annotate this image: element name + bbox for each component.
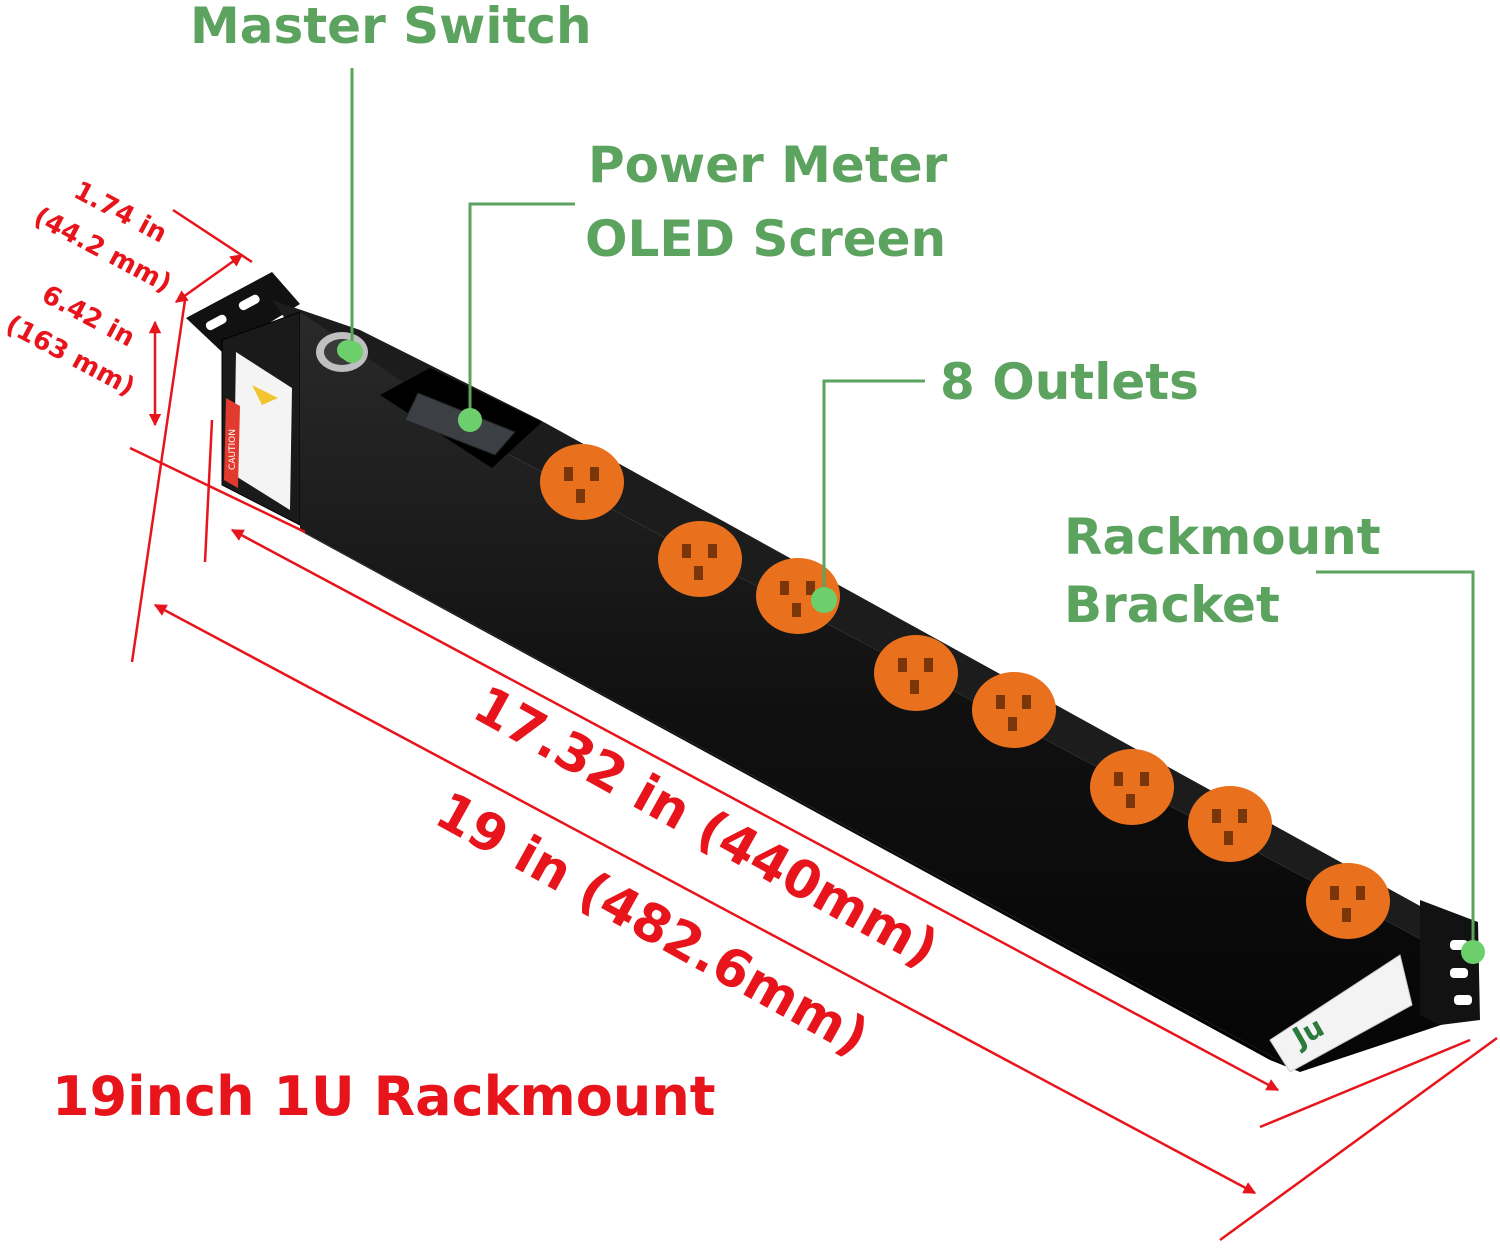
- outlet: [1090, 749, 1174, 825]
- outlet-slot: [792, 603, 801, 617]
- rack-ear-left: [186, 272, 300, 352]
- warning-label: CAUTION: [228, 429, 238, 470]
- outlet-slot: [780, 581, 789, 595]
- outlet-face: [1306, 863, 1390, 939]
- callout-leaders: [350, 68, 1475, 952]
- outlet-slot: [1008, 717, 1017, 731]
- outlet-slot: [924, 658, 933, 672]
- outlet-slot: [1114, 772, 1123, 786]
- outlet: [540, 444, 624, 520]
- rackmount-label: Rackmount: [1064, 508, 1381, 566]
- pdu-strip: CAUTION Ju: [186, 272, 1480, 1073]
- oled-screen-label: OLED Screen: [585, 210, 946, 268]
- outlets-label: 8 Outlets: [940, 353, 1199, 411]
- outlet-face: [1188, 786, 1272, 862]
- mounting-holes: [205, 294, 1472, 1005]
- outlet-slot: [1022, 695, 1031, 709]
- outlet-slot: [1212, 809, 1221, 823]
- outlet-face: [972, 672, 1056, 748]
- outlet-slot: [694, 566, 703, 580]
- outlet-slot: [1342, 908, 1351, 922]
- outlet-slot: [1238, 809, 1247, 823]
- outlet-slot: [1126, 794, 1135, 808]
- dimension-lines: [129, 208, 1498, 1242]
- outlet-slot: [1356, 886, 1365, 900]
- warning-sticker: CAUTION: [224, 352, 292, 510]
- power-meter-label: Power Meter: [588, 136, 948, 194]
- outlet-slot: [1330, 886, 1339, 900]
- outlet-face: [1090, 749, 1174, 825]
- outlet-face: [540, 444, 624, 520]
- bracket-label: Bracket: [1064, 576, 1280, 634]
- outlet: [1188, 786, 1272, 862]
- outlet-slot: [576, 489, 585, 503]
- outlet-slot: [564, 467, 573, 481]
- outlet: [972, 672, 1056, 748]
- outlet-slot: [1140, 772, 1149, 786]
- outlet-slot: [590, 467, 599, 481]
- outlet: [1306, 863, 1390, 939]
- master-switch-label: Master Switch: [190, 0, 592, 55]
- outlet-face: [658, 521, 742, 597]
- outlet-slot: [910, 680, 919, 694]
- outlet-face: [874, 635, 958, 711]
- outlet-slot: [708, 544, 717, 558]
- rating-plate: Ju: [1269, 954, 1413, 1073]
- rackmount-caption: 19inch 1U Rackmount: [52, 1065, 716, 1128]
- rack-ear-right: [1420, 900, 1480, 1025]
- outlet-slot: [996, 695, 1005, 709]
- outlet: [874, 635, 958, 711]
- outlet-slot: [1224, 831, 1233, 845]
- outlet: [658, 521, 742, 597]
- outlet-slot: [898, 658, 907, 672]
- outlet-slot: [682, 544, 691, 558]
